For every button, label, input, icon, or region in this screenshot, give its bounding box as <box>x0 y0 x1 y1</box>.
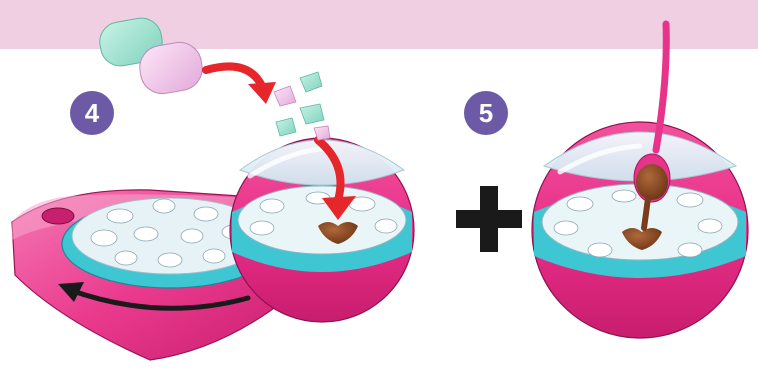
step-5-number: 5 <box>479 98 493 129</box>
step-4-number: 4 <box>85 98 99 129</box>
candy-fragments <box>274 72 330 140</box>
magnified-dome-sphere <box>230 138 414 322</box>
step-4-badge: 4 <box>70 91 114 135</box>
magnified-dome-sphere-step5 <box>532 122 748 338</box>
pour-arrowhead-icon <box>248 82 276 104</box>
plus-icon <box>456 186 522 252</box>
pour-arrow-icon <box>206 66 262 86</box>
mint-capsule <box>97 15 206 97</box>
step-5-badge: 5 <box>464 91 508 135</box>
